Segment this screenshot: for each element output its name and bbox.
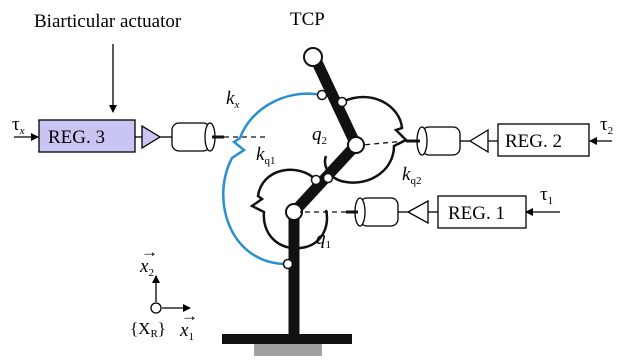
frame-x1-vector-bar: →: [181, 306, 198, 325]
link-2: [311, 57, 361, 148]
motor-1: [359, 197, 399, 227]
tau1-label: τ1: [540, 184, 553, 207]
kq1-label: kq1: [256, 144, 275, 167]
frame-x2-vector-bar: →: [141, 242, 158, 261]
frame-x1-label: x1: [179, 320, 194, 343]
frame-ref-label: {XR}: [130, 319, 166, 340]
motor-2: [421, 126, 461, 156]
reg3-box: [38, 119, 136, 153]
spring-anchor-link1-b: [322, 172, 334, 184]
joint-q2: [347, 136, 365, 154]
biarticular-actuator-label: Biarticular actuator: [34, 11, 182, 32]
spring-anchor-link2: [336, 96, 348, 108]
tcp-joint: [303, 47, 323, 67]
taux-label: τx: [12, 114, 25, 137]
frame-origin: [150, 302, 162, 314]
reg2-box: [497, 123, 590, 157]
q2-label: q2: [312, 124, 327, 147]
motor-3: [171, 122, 211, 152]
ground-base: [254, 344, 322, 356]
amplifier-2: [468, 128, 489, 154]
reg1-box: [437, 195, 527, 229]
amplifier-1: [406, 199, 429, 225]
amplifier-3: [141, 124, 162, 150]
reg3-label: REG. 3: [48, 127, 105, 148]
cable-anchor-bottom: [282, 258, 294, 270]
spring-anchor-link1-a: [310, 174, 322, 186]
ground-plate: [222, 334, 352, 344]
kq2-label: kq2: [402, 164, 421, 187]
tau2-label: τ2: [600, 114, 613, 137]
reg2-label: REG. 2: [505, 131, 562, 152]
frame-x2-label: x2: [139, 256, 154, 279]
q1-label: q1: [316, 228, 331, 251]
reg1-label: REG. 1: [448, 203, 505, 224]
cable-anchor-top: [316, 89, 328, 101]
joint-q1: [285, 203, 303, 221]
spring-kq1-arc: [249, 168, 329, 250]
motor-2-link: [361, 140, 407, 146]
tcp-label: TCP: [290, 9, 325, 30]
kx-label: kx: [226, 88, 239, 111]
biarticular-cable: [222, 92, 323, 266]
